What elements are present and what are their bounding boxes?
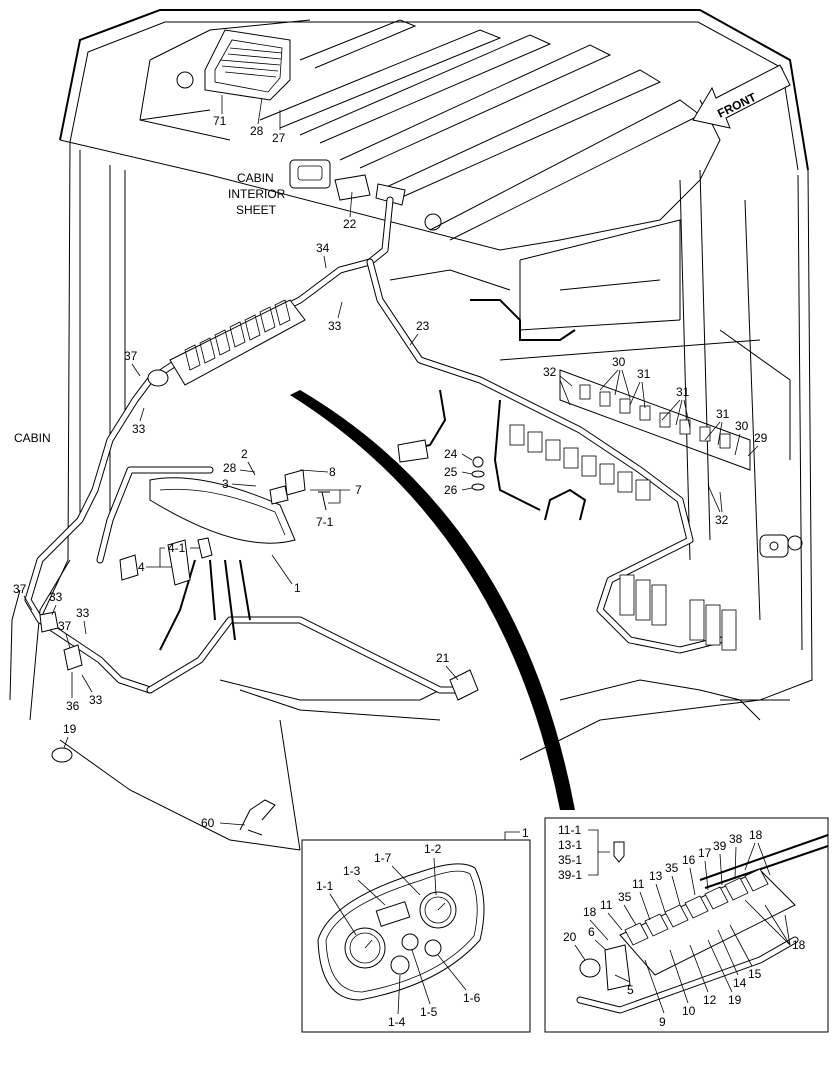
inset-switch-label-10: 10 <box>682 1004 696 1018</box>
callout-31-b: 31 <box>676 385 690 399</box>
callout-4: 4 <box>138 560 145 574</box>
callout-31-a: 31 <box>637 367 651 381</box>
inset-switch-label-13: 13 <box>649 869 663 883</box>
inset-switch-label-5: 5 <box>627 983 634 997</box>
inset-switch-label-19: 19 <box>728 993 742 1007</box>
callout-37-b: 37 <box>13 582 27 596</box>
cabin-walls <box>9 71 813 851</box>
misc-parts <box>39 439 485 836</box>
inset-switch-label-38: 38 <box>729 832 743 846</box>
bulb-ref-11-1: 11-1 <box>558 823 581 837</box>
inset-instrument-label-1-2: 1-2 <box>424 842 442 856</box>
cabin-interior-sheet-line1: CABIN <box>237 171 274 185</box>
callout-37-c: 37 <box>58 619 72 633</box>
switch-bank-roof <box>147 299 306 387</box>
callout-27: 27 <box>272 131 286 145</box>
inset-instrument-label-1-3: 1-3 <box>343 864 361 878</box>
callout-32-b: 32 <box>715 513 729 527</box>
instrument-cluster-main <box>149 477 296 544</box>
cabin-interior-sheet-line2: INTERIOR <box>228 187 286 201</box>
callout-1-main: 1 <box>294 581 301 595</box>
callout-33-d: 33 <box>76 606 90 620</box>
bulb-ref-13-1: 13-1 <box>558 838 582 852</box>
inset-switch-label-18-right: 18 <box>792 938 806 952</box>
callout-3: 3 <box>222 477 229 491</box>
callout-24: 24 <box>444 447 458 461</box>
cabin-interior-bracket <box>289 159 406 206</box>
callout-22: 22 <box>343 217 357 231</box>
callout-31-c: 31 <box>716 407 730 421</box>
relay-panel <box>509 369 751 651</box>
inset-switch-label-12: 12 <box>703 993 717 1007</box>
main-harness <box>24 196 724 694</box>
callout-71: 71 <box>213 114 227 128</box>
callouts-main: 71 28 27 22 34 33 23 37 33 2 28 3 8 7 7-… <box>13 95 768 830</box>
callout-33-e: 33 <box>89 693 103 707</box>
callout-34: 34 <box>316 241 330 255</box>
inset-switch-label-35-a: 35 <box>665 861 679 875</box>
callout-8: 8 <box>329 465 336 479</box>
inset-switch-bank: 11-1 13-1 35-1 39-1 18 38 39 17 16 35 13 <box>544 817 829 1033</box>
callout-33-a: 33 <box>328 319 342 333</box>
dash-trim-curve <box>290 390 575 810</box>
callout-4-1: 4-1 <box>168 541 186 555</box>
callout-2: 2 <box>241 447 248 461</box>
callout-37-a: 37 <box>124 349 138 363</box>
callout-28-top: 28 <box>250 124 264 138</box>
callout-7: 7 <box>355 483 362 497</box>
callout-28-mid: 28 <box>223 461 237 475</box>
inset-instrument-label-1-6: 1-6 <box>463 991 481 1005</box>
callout-32-a: 32 <box>543 365 557 379</box>
callout-33-c: 33 <box>49 590 63 604</box>
inset-switch-label-16: 16 <box>682 853 696 867</box>
inset-instrument-label-1-4: 1-4 <box>388 1015 406 1029</box>
inset-switch-label-6: 6 <box>588 925 595 939</box>
callout-25: 25 <box>444 465 458 479</box>
inset-switch-label-14: 14 <box>733 976 747 990</box>
callout-19: 19 <box>63 722 77 736</box>
inset-switch-label-35-b: 35 <box>618 890 632 904</box>
inset-instrument-label-1-5: 1-5 <box>420 1005 438 1019</box>
inset-switch-label-9: 9 <box>659 1015 666 1029</box>
inset-switch-label-39: 39 <box>713 839 727 853</box>
inset-switch-label-11-b: 11 <box>600 898 613 912</box>
control-unit-module <box>204 29 291 101</box>
inset-switch-label-11-a: 11 <box>632 877 645 891</box>
inset-instrument-label-1-1: 1-1 <box>316 879 334 893</box>
callout-29: 29 <box>754 431 768 445</box>
callout-36: 36 <box>66 699 80 713</box>
inset-switch-label-17: 17 <box>698 846 712 860</box>
inset-switch-label-18-top: 18 <box>749 828 763 842</box>
callout-21: 21 <box>436 651 450 665</box>
inset-switch-label-15: 15 <box>748 967 762 981</box>
cabin-interior-sheet-line3: SHEET <box>236 203 277 217</box>
callout-23: 23 <box>416 319 430 333</box>
bulb-ref-39-1: 39-1 <box>558 868 582 882</box>
inset-switch-label-18-left: 18 <box>583 905 597 919</box>
cabin-label: CABIN <box>14 431 51 445</box>
callout-7-1: 7-1 <box>316 515 334 529</box>
callout-30-b: 30 <box>735 419 749 433</box>
front-arrow: FRONT <box>692 64 791 129</box>
inset-instrument-cluster: 1 1-1 1-3 1-7 1-2 1-4 1-5 1-6 <box>301 826 531 1033</box>
bulb-ref-35-1: 35-1 <box>558 853 582 867</box>
callout-33-b: 33 <box>132 422 146 436</box>
inset-instrument-title: 1 <box>522 826 529 840</box>
callout-60: 60 <box>201 816 215 830</box>
callout-30-a: 30 <box>612 355 626 369</box>
inset-switch-label-20: 20 <box>563 930 577 944</box>
callout-26: 26 <box>444 483 458 497</box>
inset-instrument-label-1-7: 1-7 <box>374 851 392 865</box>
